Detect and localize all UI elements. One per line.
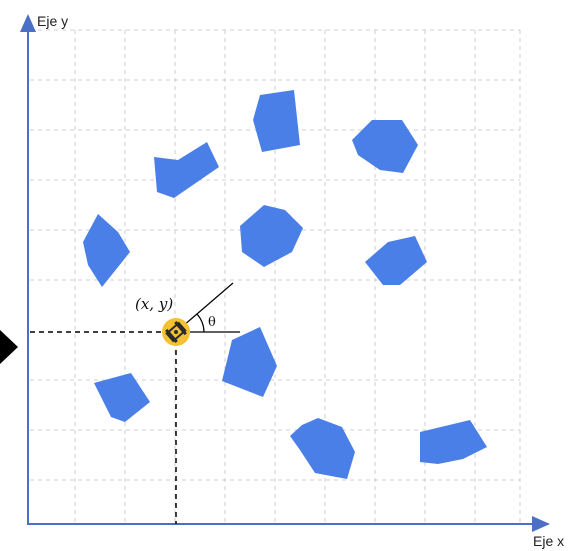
robot-center-dot [174, 330, 178, 334]
obstacle-polygon [290, 418, 355, 479]
obstacle-polygon [83, 214, 130, 287]
obstacles [83, 90, 487, 479]
y-axis-label: Eje y [37, 13, 68, 29]
obstacle-polygon [154, 142, 219, 198]
robot-wheel-left [165, 328, 178, 343]
axes: Eje y Eje x [20, 13, 564, 549]
robot-marker-icon [162, 318, 190, 346]
obstacle-polygon [352, 120, 418, 173]
obstacle-polygon [420, 420, 487, 464]
obstacle-polygon [222, 327, 277, 397]
obstacle-polygon [365, 236, 427, 285]
black-diamond-pointer-icon [0, 330, 18, 364]
obstacle-polygon [240, 205, 303, 267]
theta-label: θ [208, 315, 216, 330]
obstacle-polygon [94, 373, 150, 422]
x-axis-label: Eje x [533, 533, 564, 549]
position-guides [30, 331, 177, 524]
angle-arc [196, 313, 205, 333]
robot-position-label: (x, y) [135, 295, 173, 313]
robot-wheel-right [174, 321, 187, 336]
obstacle-polygon [253, 90, 300, 152]
